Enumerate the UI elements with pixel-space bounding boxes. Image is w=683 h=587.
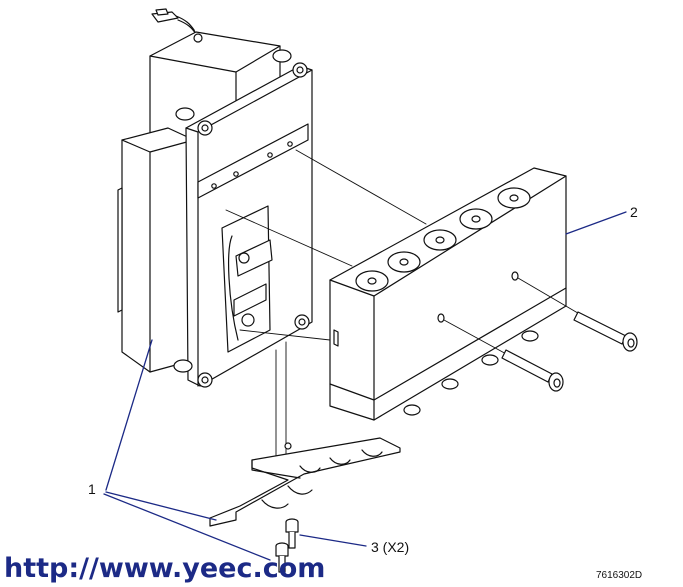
manifold-block: [329, 167, 567, 421]
manifold-screw-lower: [443, 319, 564, 392]
slotted-bracket: [209, 437, 401, 527]
leader-1-middle: [105, 491, 217, 521]
manifold-port-3: [423, 229, 457, 251]
callout-3-label: 3 (X2): [371, 539, 409, 555]
drawing-number: 7616302D: [596, 570, 642, 581]
plate-bolt-top-left: [175, 107, 213, 136]
leader-1-upper: [105, 339, 153, 491]
manifold-screw-upper: [517, 277, 638, 352]
plate-bolt-bottom-left: [173, 359, 213, 388]
callout-1-label: 1: [88, 481, 96, 497]
plate-bolt-bottom-right: [294, 314, 310, 330]
small-screw-1: [285, 518, 299, 549]
manifold-port-2: [387, 251, 421, 273]
manifold-port-1: [355, 270, 389, 292]
small-screw-2: [275, 542, 289, 573]
manifold-port-5: [497, 187, 531, 209]
wire-connector: [151, 8, 199, 41]
plate-bolt-top-right: [272, 49, 308, 78]
manifold-port-4: [459, 208, 493, 230]
alignment-lines: [225, 149, 427, 461]
leader-2: [565, 211, 627, 235]
leader-1-lower: [103, 493, 271, 561]
leader-3: [299, 534, 367, 547]
watermark-url: http://www.yeec.com: [4, 553, 325, 584]
rear-housing: [117, 127, 195, 373]
callout-2-label: 2: [630, 204, 638, 220]
